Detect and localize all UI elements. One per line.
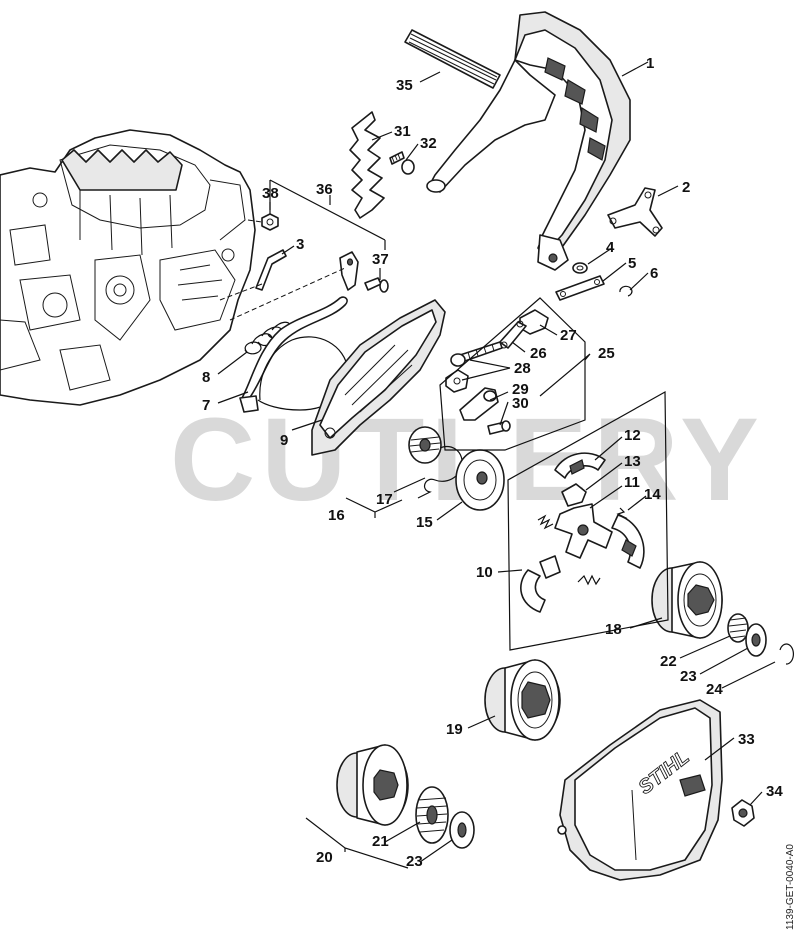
part-18-clutch-drum <box>651 561 723 639</box>
callout-34: 34 <box>766 783 783 800</box>
part-6-clip <box>619 285 633 297</box>
drawing-code: 1139-GET-0040-A0 <box>785 844 796 930</box>
part-33-sprocket-cover: STIHL <box>557 699 723 881</box>
callout-15: 15 <box>416 514 433 531</box>
callout-5: 5 <box>628 255 636 272</box>
callout-7: 7 <box>202 397 210 414</box>
part-34-nut <box>731 799 755 827</box>
callout-11: 11 <box>624 474 640 491</box>
callout-1: 1 <box>646 55 654 72</box>
callout-31: 31 <box>394 123 411 140</box>
part-22-bearing <box>727 613 749 643</box>
callout-20: 20 <box>316 849 333 866</box>
callout-29: 29 <box>512 381 529 398</box>
callout-19: 19 <box>446 721 463 738</box>
callout-14: 14 <box>644 486 661 503</box>
callout-37: 37 <box>372 251 389 268</box>
callout-33: 33 <box>738 731 755 748</box>
callout-13: 13 <box>624 453 641 470</box>
callout-9: 9 <box>280 432 288 449</box>
callout-26: 26 <box>530 345 547 362</box>
clutch-spring-bottom <box>577 574 601 586</box>
callout-18: 18 <box>605 621 622 638</box>
callout-21: 21 <box>372 833 389 850</box>
part-23-washer-bottom <box>449 811 475 849</box>
callout-28: 28 <box>514 360 531 377</box>
part-29-lever <box>459 387 499 421</box>
part-19-drum <box>484 659 561 741</box>
part-15-disc <box>455 449 505 511</box>
clutch-spring-left <box>537 514 554 530</box>
part-20-drum <box>336 744 409 826</box>
callout-4: 4 <box>606 239 615 256</box>
clutch-shoe-left <box>520 555 561 613</box>
part-30-screw <box>487 420 511 435</box>
callout-35: 35 <box>396 77 413 94</box>
clutch-shoe-right <box>611 514 645 569</box>
leader-lines <box>217 61 776 863</box>
assembly-line-1 <box>229 267 346 321</box>
callout-17: 17 <box>376 491 393 508</box>
callout-30: 30 <box>512 395 529 412</box>
part-1-hand-guard <box>426 11 631 271</box>
part-24-circlip <box>779 643 794 665</box>
callout-25: 25 <box>598 345 615 362</box>
callout-38: 38 <box>262 185 279 202</box>
callout-32: 32 <box>420 135 437 152</box>
group-box-25 <box>439 297 586 451</box>
callout-22: 22 <box>660 653 677 670</box>
callout-6: 6 <box>650 265 658 282</box>
part-23-washer-top <box>745 623 767 657</box>
callout-12: 12 <box>624 427 641 444</box>
part-11-hub <box>554 503 613 559</box>
callout-10: 10 <box>476 564 493 581</box>
part-7-brake-band <box>239 296 349 413</box>
part-3-pin <box>255 249 287 291</box>
part-32-screw <box>389 151 415 175</box>
part-16-drive <box>408 426 442 464</box>
callout-16: 16 <box>328 507 345 524</box>
part-21-sprocket <box>415 786 449 844</box>
part-31-lever <box>349 111 385 219</box>
part-9-brake-cover <box>311 299 446 456</box>
bracket-16 <box>345 497 403 518</box>
part-37-bracket <box>339 251 389 293</box>
part-5-link <box>555 275 605 301</box>
bracket-36 <box>269 179 386 250</box>
part-26-link <box>499 320 527 349</box>
callout-27: 27 <box>560 327 577 344</box>
part-38-nut <box>261 213 279 231</box>
callout-3: 3 <box>296 236 304 253</box>
callout-23-bottom: 23 <box>406 853 423 870</box>
part-35-plate <box>404 29 501 89</box>
bracket-20 <box>305 817 409 869</box>
callout-23-top: 23 <box>680 668 697 685</box>
group-box-10 <box>507 390 669 651</box>
callout-8: 8 <box>202 369 210 386</box>
part-2-bracket <box>607 187 663 237</box>
callout-24: 24 <box>706 681 723 698</box>
callout-labels: 1 2 3 4 5 6 7 8 9 10 11 12 13 14 15 16 1… <box>202 55 783 870</box>
engine-housing <box>0 129 256 406</box>
part-12-shoe <box>554 452 606 479</box>
part-27-block <box>519 309 549 335</box>
callout-36: 36 <box>316 181 333 198</box>
part-28-screw-assembly <box>445 341 503 393</box>
part-4-washer <box>572 262 588 274</box>
part-17-spring <box>417 446 463 499</box>
part-13-block <box>561 483 587 507</box>
callout-2: 2 <box>682 179 690 196</box>
assembly-line-3 <box>247 219 263 223</box>
